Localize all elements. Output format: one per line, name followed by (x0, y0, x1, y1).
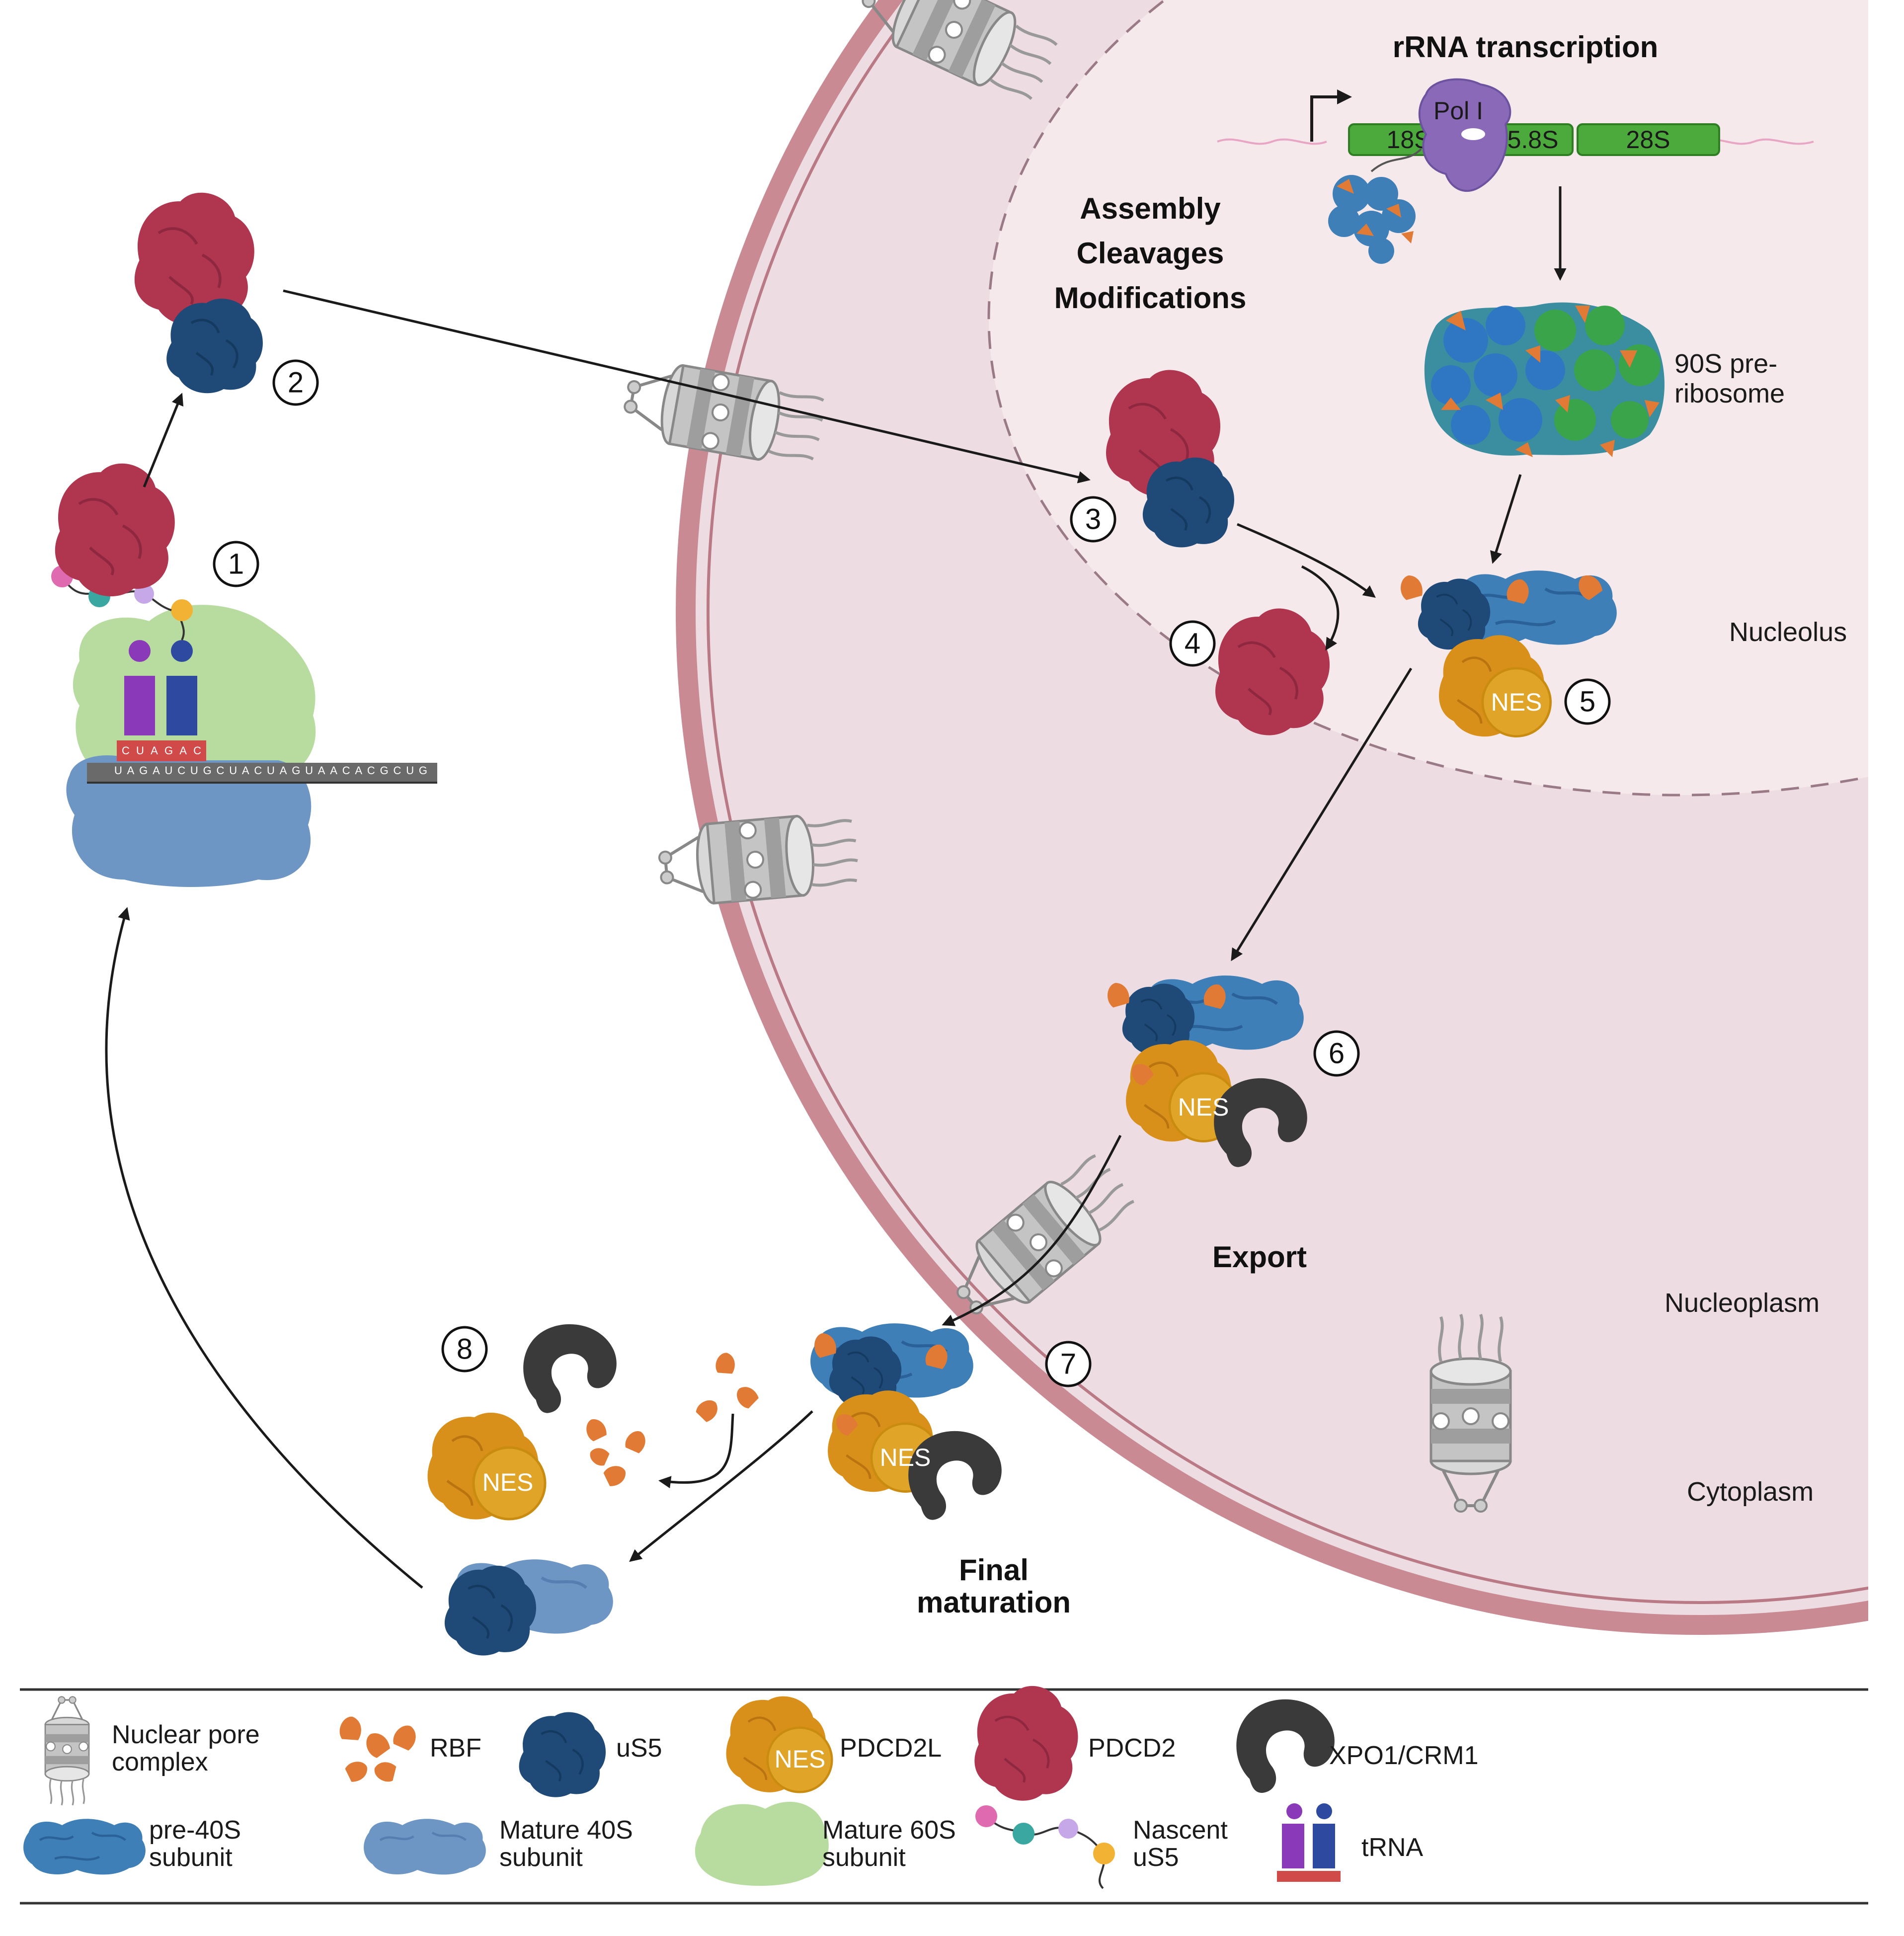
nuclear-pore-icon (44, 1695, 90, 1806)
pol1-polymerase: Pol I (1418, 78, 1511, 192)
svg-text:RBF: RBF (430, 1734, 481, 1763)
svg-text:subunit: subunit (822, 1843, 906, 1872)
nes-label-step6: NES (1178, 1093, 1229, 1121)
rrna-transcription-unit: 18S 5.8S 28S Pol I (1217, 78, 1814, 281)
nucleoplasm-label: Nucleoplasm (1665, 1288, 1820, 1318)
mature40s-icon (364, 1819, 486, 1874)
legend-item-pre40s: pre-40S subunit (23, 1816, 241, 1874)
svg-text:1: 1 (228, 548, 244, 580)
mature-40s-product (445, 1559, 613, 1655)
legend-item-pdcd2l: NES PDCD2L (726, 1696, 942, 1792)
us5-icon (519, 1712, 606, 1797)
step-3: 3 (1070, 496, 1116, 543)
legend-item-mature40s: Mature 40S subunit (364, 1816, 633, 1874)
svg-text:3: 3 (1085, 503, 1101, 536)
legend-item-rbf: RBF (336, 1714, 481, 1785)
pre40s-complex-step5: NES (1401, 570, 1617, 736)
legend-item-nuclear-pore: Nuclear pore complex (44, 1695, 260, 1806)
xpo1-icon (1236, 1699, 1335, 1793)
svg-text:7: 7 (1060, 1348, 1076, 1380)
nes-label-step7: NES (880, 1444, 931, 1471)
cleavages-label: Cleavages (1077, 237, 1224, 270)
svg-text:uS5: uS5 (1133, 1843, 1179, 1872)
legend-item-trna: tRNA (1277, 1803, 1424, 1882)
nucleolus-label: Nucleolus (1729, 617, 1847, 647)
translating-ribosome (66, 599, 437, 887)
modifications-label: Modifications (1054, 281, 1247, 315)
pathway-arrows (105, 289, 1522, 1589)
legend-item-nascent-us5: Nascent uS5 (975, 1805, 1228, 1889)
svg-text:4: 4 (1185, 628, 1200, 660)
svg-text:uS5: uS5 (616, 1734, 662, 1763)
cytoplasmic-complex-step7: NES (810, 1323, 1002, 1520)
svg-text:8: 8 (457, 1333, 473, 1366)
svg-text:Nuclear pore: Nuclear pore (112, 1720, 260, 1749)
svg-text:5: 5 (1580, 686, 1595, 718)
step-8: 8 (441, 1326, 488, 1372)
svg-text:Nascent: Nascent (1133, 1816, 1228, 1845)
legend: Nuclear pore complex RBF uS5 NES PDCD2L … (20, 1686, 1868, 1905)
cytoplasm-label: Cytoplasm (1687, 1477, 1814, 1507)
export-label: Export (1212, 1240, 1307, 1274)
nascent-rnp (1328, 175, 1416, 264)
90s-pre-ribosome (1424, 302, 1665, 457)
90s-label-line2: ribosome (1674, 379, 1785, 408)
legend-item-xpo1: XPO1/CRM1 (1236, 1699, 1479, 1793)
pdcd2-us5-complex-step2 (135, 193, 263, 394)
gene-28s: 28S (1626, 126, 1670, 154)
svg-text:subunit: subunit (149, 1843, 233, 1872)
step-1: 1 (213, 541, 259, 587)
pdcd2l-icon (726, 1696, 832, 1792)
step-5: 5 (1564, 678, 1611, 725)
step-4: 4 (1169, 620, 1216, 667)
svg-text:NES: NES (775, 1745, 826, 1773)
pre40s-icon (23, 1819, 146, 1874)
nascent-us5-icon (975, 1805, 1115, 1889)
svg-text:6: 6 (1329, 1038, 1345, 1070)
legend-item-mature60s: Mature 60S subunit (695, 1801, 956, 1886)
svg-text:PDCD2L: PDCD2L (840, 1734, 942, 1763)
svg-text:2: 2 (288, 367, 304, 399)
svg-text:complex: complex (112, 1748, 208, 1776)
90s-label-line1: 90S pre- (1674, 349, 1777, 379)
step-7: 7 (1045, 1341, 1092, 1387)
pol1-label: Pol I (1433, 97, 1483, 125)
step-markers: 1 2 3 4 5 6 7 8 (213, 359, 1611, 1387)
final-maturation-line1: Final (959, 1553, 1029, 1587)
svg-text:tRNA: tRNA (1361, 1833, 1424, 1862)
pdcd2-icon (974, 1686, 1078, 1801)
gene-5-8s: 5.8S (1507, 126, 1559, 154)
pdcd2-step1 (55, 464, 175, 596)
svg-text:Mature 40S: Mature 40S (499, 1816, 633, 1845)
svg-text:pre-40S: pre-40S (149, 1816, 241, 1845)
mature60s-icon (695, 1801, 829, 1886)
nes-label-step5: NES (1491, 688, 1542, 716)
assembly-label: Assembly (1080, 192, 1221, 225)
svg-text:Mature 60S: Mature 60S (822, 1816, 956, 1845)
legend-item-us5: uS5 (519, 1712, 662, 1797)
released-factors-step8: NES (428, 1324, 761, 1520)
nes-label-step8: NES (482, 1468, 534, 1496)
final-maturation-line2: maturation (917, 1586, 1071, 1619)
svg-text:PDCD2: PDCD2 (1088, 1734, 1176, 1763)
svg-text:XPO1/CRM1: XPO1/CRM1 (1329, 1741, 1479, 1770)
svg-text:subunit: subunit (499, 1843, 583, 1872)
rrna-transcription-label: rRNA transcription (1393, 30, 1659, 64)
legend-item-pdcd2: PDCD2 (974, 1686, 1176, 1801)
trna-icon (1277, 1803, 1341, 1882)
step-6: 6 (1313, 1030, 1360, 1077)
step-2: 2 (272, 359, 319, 406)
export-complex-step6: NES (1108, 975, 1307, 1167)
rbf-icon (336, 1714, 422, 1785)
